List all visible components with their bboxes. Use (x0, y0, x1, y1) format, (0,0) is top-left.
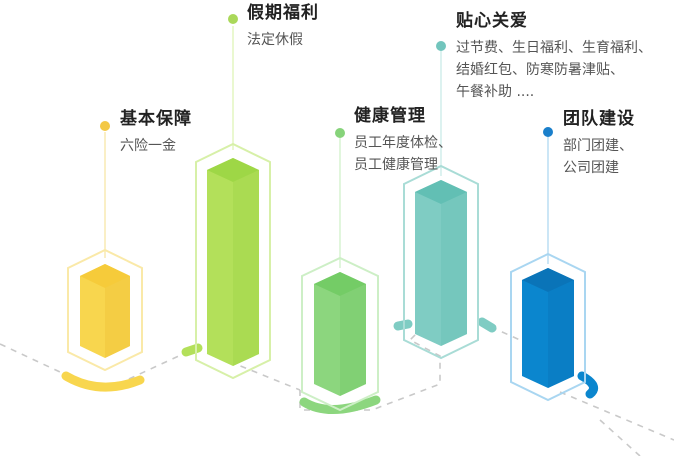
benefit-title: 团队建设 (563, 109, 635, 129)
benefit-line: 结婚红包、防寒防暑津贴、 (456, 62, 624, 78)
label-basic-security: 基本保障 六险一金 (120, 104, 192, 157)
swoosh-3 (299, 395, 381, 415)
benefit-line: 员工年度体检、 (354, 135, 452, 151)
label-team: 团队建设 部门团建、 公司团建 (563, 104, 635, 179)
dot-team (543, 127, 553, 137)
label-care: 贴心关爱 过节费、生日福利、生育福利、 结婚红包、防寒防暑津贴、 午餐补助 ..… (456, 6, 652, 103)
benefit-line: 六险一金 (120, 138, 176, 154)
benefit-line: 法定休假 (247, 32, 303, 48)
swoosh-1 (61, 371, 145, 392)
dot-basic (100, 121, 110, 131)
swoosh-4b (477, 317, 497, 333)
label-health: 健康管理 员工年度体检、 员工健康管理 (354, 101, 452, 176)
pillar-team (510, 132, 586, 402)
benefit-line: 部门团建、 (563, 138, 633, 154)
pillar-basic-security (67, 132, 143, 372)
pillar-health (301, 138, 379, 412)
dashed-path (0, 319, 674, 456)
benefit-title: 假期福利 (247, 3, 319, 23)
benefit-line: 员工健康管理 (354, 157, 438, 173)
benefit-title: 基本保障 (120, 109, 192, 129)
pillar-holiday (195, 26, 271, 380)
benefit-line: 公司团建 (563, 160, 619, 176)
dot-health (335, 128, 345, 138)
label-holiday: 假期福利 法定休假 (247, 0, 319, 51)
benefit-title: 健康管理 (354, 106, 426, 126)
pillar-care (403, 46, 479, 360)
dot-holiday (228, 14, 238, 24)
swoosh-5 (577, 371, 599, 399)
benefit-title: 贴心关爱 (456, 11, 528, 31)
benefit-line: 过节费、生日福利、生育福利、 (456, 40, 652, 56)
dot-care (436, 41, 446, 51)
benefit-line: 午餐补助 .... (456, 84, 535, 100)
